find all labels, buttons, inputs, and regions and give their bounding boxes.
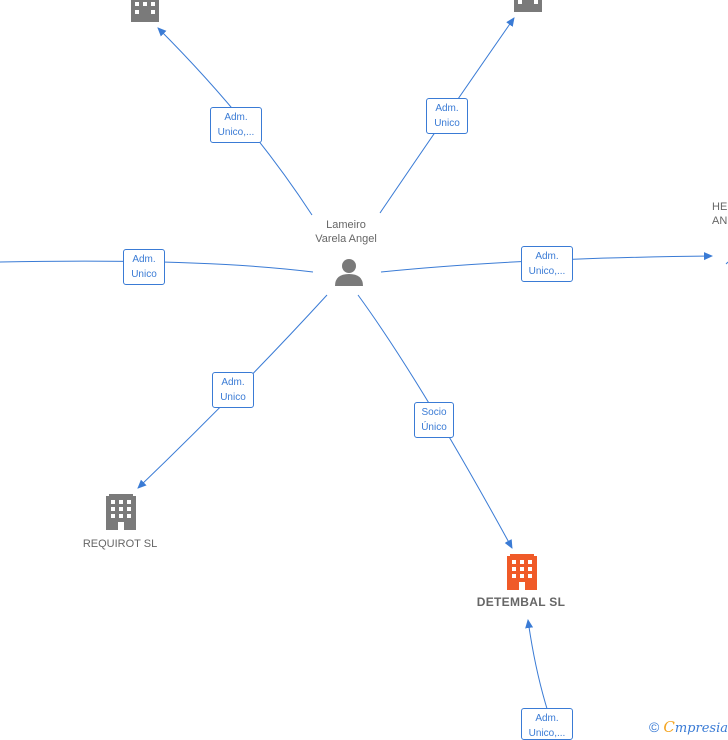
- company-label-detembal[interactable]: DETEMBAL SL: [476, 595, 566, 609]
- edge-label-bottom[interactable]: Adm. Unico,...: [521, 708, 573, 740]
- building-icon: [507, 554, 537, 590]
- center-name-line1: Lameiro: [326, 219, 366, 231]
- edge-label-right[interactable]: Adm. Unico,...: [521, 246, 573, 282]
- company-label-right-partial[interactable]: HE AN: [712, 201, 728, 227]
- edge-label-top-right[interactable]: Adm. Unico: [426, 98, 468, 134]
- edge-line-bottom-center: [357, 294, 513, 549]
- edge-label-bottom-left[interactable]: Adm. Unico: [212, 372, 254, 408]
- edge-line-left: [0, 260, 314, 273]
- edge-label-bottom-center[interactable]: Socio Único: [414, 402, 454, 438]
- building-icon: [514, 0, 542, 12]
- edge-label-top-left[interactable]: Adm. Unico,...: [210, 107, 262, 143]
- center-name-line2: Varela Angel: [315, 233, 377, 245]
- brand-watermark: ©Cmpresia: [649, 718, 728, 740]
- brand-logo-text: mpresia: [674, 721, 728, 736]
- brand-logo-letter: C: [663, 718, 675, 736]
- building-icon: [131, 0, 159, 22]
- company-label-requirot[interactable]: REQUIROT SL: [82, 538, 158, 550]
- building-icon: [106, 494, 136, 530]
- center-person-label[interactable]: Lameiro Varela Angel: [296, 218, 396, 246]
- edge-line-bottom: [525, 619, 549, 713]
- person-icon: [335, 259, 363, 286]
- edge-label-left[interactable]: Adm. Unico: [123, 249, 165, 285]
- copyright-icon: ©: [649, 719, 660, 735]
